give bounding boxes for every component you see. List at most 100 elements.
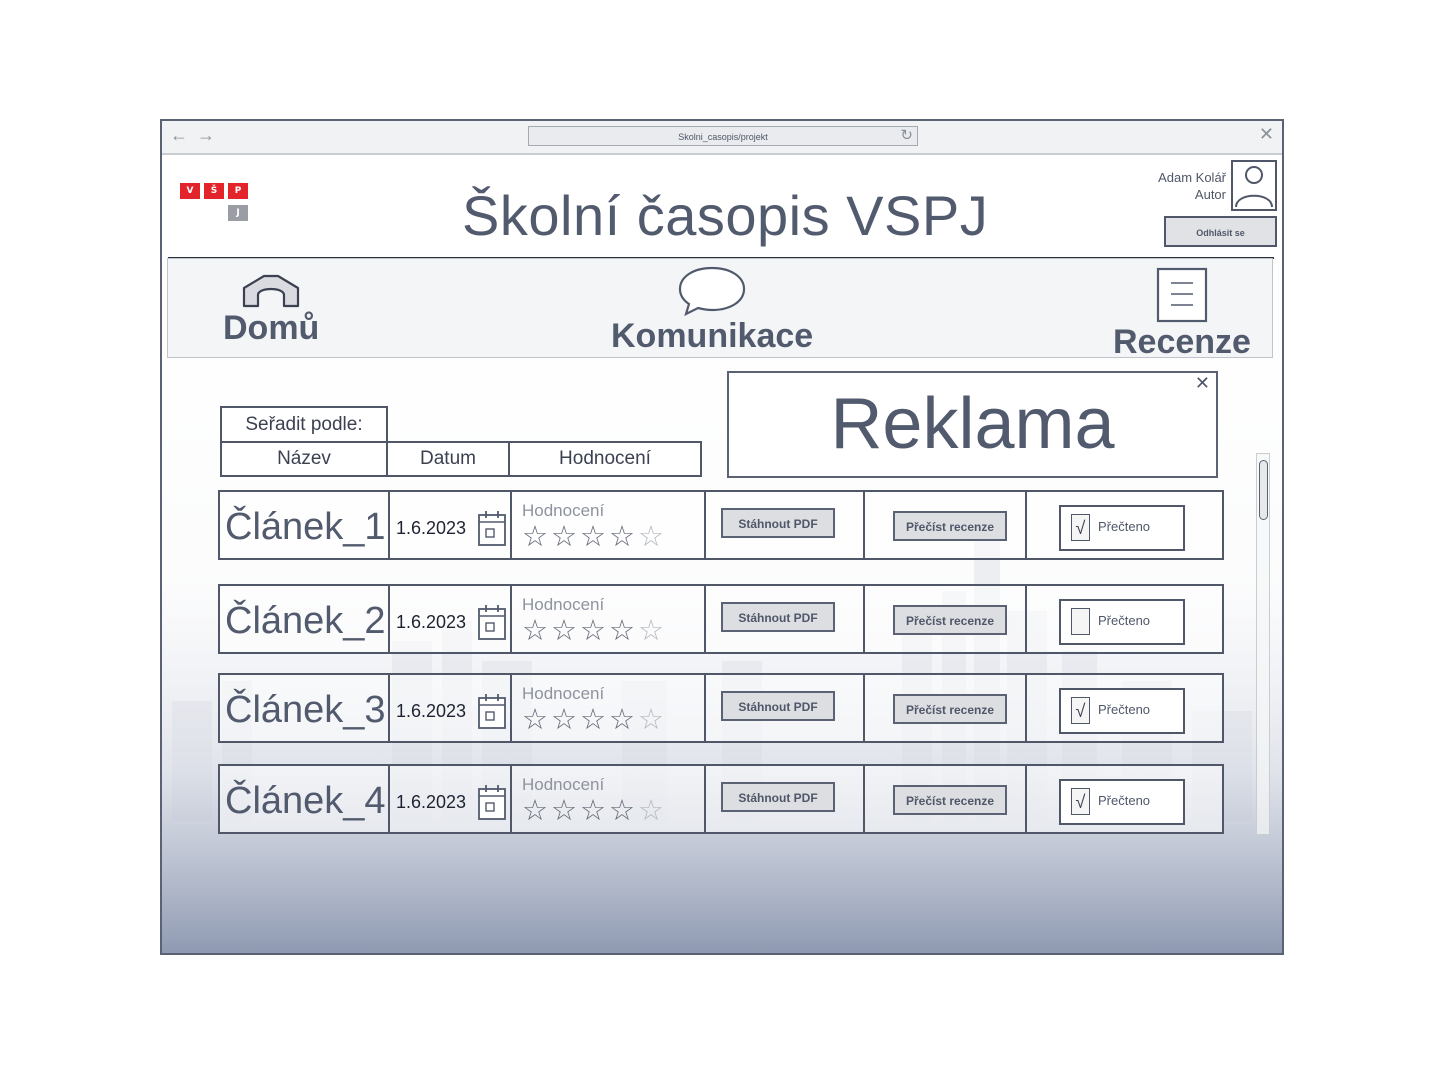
download-pdf-button[interactable]: Stáhnout PDF — [721, 691, 835, 721]
article-date: 1.6.2023 — [396, 612, 467, 632]
star-icon[interactable]: ☆ — [609, 521, 638, 553]
forward-arrow-icon[interactable]: → — [197, 125, 215, 145]
sort-label: Seřadit podle: — [220, 406, 388, 444]
article-pdf-cell: Stáhnout PDF — [706, 766, 865, 832]
read-label: Přečteno — [1098, 793, 1151, 808]
avatar[interactable] — [1231, 160, 1277, 211]
star-icon[interactable]: ☆ — [638, 615, 667, 647]
article-date-cell: 1.6.2023 — [390, 586, 512, 652]
star-icon[interactable]: ☆ — [522, 615, 551, 647]
read-label: Přečteno — [1098, 702, 1151, 717]
sort-by-rating-button[interactable]: Hodnocení — [508, 441, 702, 477]
star-icon[interactable]: ☆ — [609, 615, 638, 647]
read-toggle[interactable]: Přečteno — [1059, 599, 1185, 645]
browser-window: ← → Skolni_casopis/projekt ↻ ✕ V Š P J Š… — [160, 119, 1284, 955]
star-rating[interactable]: ☆☆☆☆☆ — [522, 796, 667, 826]
read-reviews-button[interactable]: Přečíst recenze — [893, 785, 1007, 815]
read-checkbox[interactable]: √ — [1071, 514, 1090, 541]
article-rating-cell: Hodnocení☆☆☆☆☆ — [512, 492, 706, 558]
article-rating-cell: Hodnocení☆☆☆☆☆ — [512, 675, 706, 741]
ad-close-icon[interactable]: ✕ — [1194, 373, 1210, 393]
article-pdf-cell: Stáhnout PDF — [706, 492, 865, 558]
sort-by-date-button[interactable]: Datum — [386, 441, 510, 477]
address-bar[interactable]: Skolni_casopis/projekt ↻ — [528, 126, 918, 146]
home-icon — [243, 274, 300, 308]
article-name[interactable]: Článek_3 — [225, 689, 386, 731]
nav-home[interactable]: Domů — [223, 273, 319, 348]
calendar-icon[interactable] — [477, 783, 507, 821]
read-toggle[interactable]: √ Přečteno — [1059, 779, 1185, 825]
nav-communication-label: Komunikace — [611, 317, 814, 355]
article-read-cell: √Přečteno — [1027, 492, 1222, 558]
article-name-cell: Článek_1 — [220, 492, 390, 558]
article-date-cell: 1.6.2023 — [390, 492, 512, 558]
star-icon[interactable]: ☆ — [638, 704, 667, 736]
article-rating-cell: Hodnocení☆☆☆☆☆ — [512, 586, 706, 652]
star-icon[interactable]: ☆ — [580, 615, 609, 647]
ad-text: Reklama — [830, 384, 1115, 464]
read-toggle[interactable]: √ Přečteno — [1059, 688, 1185, 734]
scrollbar-thumb[interactable] — [1259, 460, 1268, 520]
close-icon[interactable]: ✕ — [1258, 124, 1274, 144]
logout-button[interactable]: Odhlásit se — [1164, 216, 1277, 247]
article-date: 1.6.2023 — [396, 701, 467, 721]
nav-reviews[interactable]: Recenze — [1113, 267, 1251, 362]
article-name-cell: Článek_4 — [220, 766, 390, 832]
star-icon[interactable]: ☆ — [609, 795, 638, 827]
star-icon[interactable]: ☆ — [580, 521, 609, 553]
calendar-icon[interactable] — [477, 509, 507, 547]
rating-label: Hodnocení — [522, 595, 605, 614]
user-name: Adam Kolář — [1158, 170, 1226, 185]
star-icon[interactable]: ☆ — [638, 795, 667, 827]
chat-bubble-icon — [678, 266, 746, 317]
article-review-cell: Přečíst recenze — [865, 586, 1027, 652]
scrollbar[interactable] — [1256, 453, 1270, 835]
article-read-cell: Přečteno — [1027, 586, 1222, 652]
nav-communication[interactable]: Komunikace — [611, 265, 813, 356]
star-rating[interactable]: ☆☆☆☆☆ — [522, 705, 667, 735]
back-arrow-icon[interactable]: ← — [170, 125, 188, 145]
download-pdf-button[interactable]: Stáhnout PDF — [721, 602, 835, 632]
star-icon[interactable]: ☆ — [551, 704, 580, 736]
calendar-icon[interactable] — [477, 692, 507, 730]
star-icon[interactable]: ☆ — [580, 795, 609, 827]
star-icon[interactable]: ☆ — [551, 615, 580, 647]
article-rating-cell: Hodnocení☆☆☆☆☆ — [512, 766, 706, 832]
read-reviews-button[interactable]: Přečíst recenze — [893, 694, 1007, 724]
read-reviews-button[interactable]: Přečíst recenze — [893, 511, 1007, 541]
rating-label: Hodnocení — [522, 501, 605, 520]
article-name-cell: Článek_3 — [220, 675, 390, 741]
star-icon[interactable]: ☆ — [551, 795, 580, 827]
star-icon[interactable]: ☆ — [609, 704, 638, 736]
star-icon[interactable]: ☆ — [522, 704, 551, 736]
download-pdf-button[interactable]: Stáhnout PDF — [721, 782, 835, 812]
article-date: 1.6.2023 — [396, 518, 467, 538]
sort-by-name-button[interactable]: Název — [220, 441, 388, 477]
star-icon[interactable]: ☆ — [638, 521, 667, 553]
read-checkbox[interactable]: √ — [1071, 697, 1090, 724]
article-review-cell: Přečíst recenze — [865, 675, 1027, 741]
star-rating[interactable]: ☆☆☆☆☆ — [522, 616, 667, 646]
read-reviews-button[interactable]: Přečíst recenze — [893, 605, 1007, 635]
article-pdf-cell: Stáhnout PDF — [706, 586, 865, 652]
calendar-icon[interactable] — [477, 603, 507, 641]
star-icon[interactable]: ☆ — [580, 704, 609, 736]
article-name[interactable]: Článek_1 — [225, 506, 386, 548]
article-name[interactable]: Článek_2 — [225, 600, 386, 642]
read-checkbox[interactable]: √ — [1071, 788, 1090, 815]
url-text: Skolni_casopis/projekt — [678, 132, 768, 142]
star-icon[interactable]: ☆ — [551, 521, 580, 553]
star-icon[interactable]: ☆ — [522, 795, 551, 827]
logo-letter-p: P — [228, 183, 248, 199]
reload-icon[interactable]: ↻ — [900, 127, 913, 144]
read-toggle[interactable]: √Přečteno — [1059, 505, 1185, 551]
star-rating[interactable]: ☆☆☆☆☆ — [522, 522, 667, 552]
article-name[interactable]: Článek_4 — [225, 780, 386, 822]
star-icon[interactable]: ☆ — [522, 521, 551, 553]
nav-reviews-label: Recenze — [1113, 323, 1251, 361]
logo-letter-v: V — [180, 183, 200, 199]
user-icon — [1235, 166, 1273, 208]
download-pdf-button[interactable]: Stáhnout PDF — [721, 508, 835, 538]
read-checkbox[interactable] — [1071, 608, 1090, 635]
